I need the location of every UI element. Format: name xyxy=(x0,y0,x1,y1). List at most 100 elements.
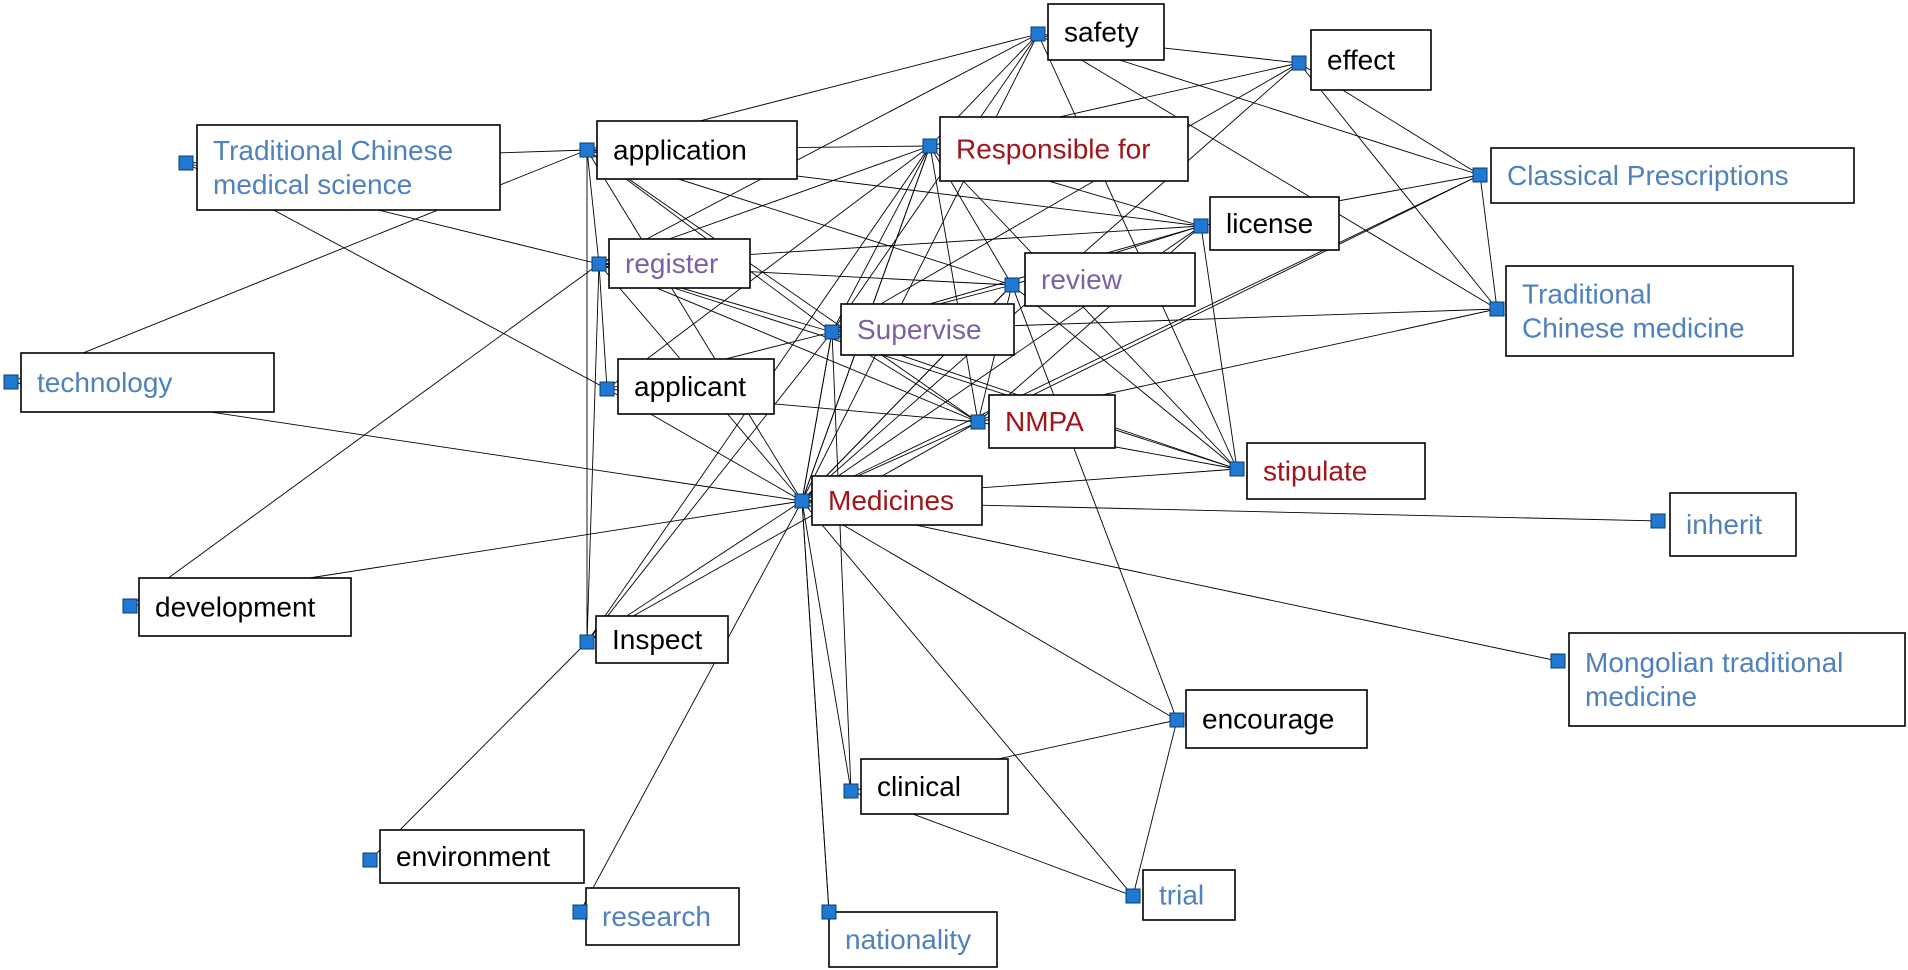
node-label-mongolian: Mongolian traditional xyxy=(1585,647,1843,678)
node-box-research[interactable] xyxy=(585,887,740,946)
node-marker-icon[interactable] xyxy=(1004,277,1020,293)
node-research[interactable]: research xyxy=(572,887,740,946)
node-inspect[interactable]: Inspect xyxy=(579,615,729,664)
node-license[interactable]: license xyxy=(1193,196,1340,251)
node-trial[interactable]: trial xyxy=(1125,869,1236,921)
node-marker-icon[interactable] xyxy=(3,374,19,390)
node-box-supervise[interactable] xyxy=(840,303,1015,356)
node-label-tcm_science: medical science xyxy=(213,169,412,200)
node-marker-icon[interactable] xyxy=(1550,653,1566,669)
node-review[interactable]: review xyxy=(1004,252,1196,307)
edge-supervise-to-clinical xyxy=(831,331,854,792)
node-box-responsible[interactable] xyxy=(939,116,1189,182)
node-label-responsible: Responsible for xyxy=(956,134,1151,165)
node-box-classical[interactable] xyxy=(1490,147,1855,204)
node-medicines[interactable]: Medicines xyxy=(794,475,983,526)
node-box-trial[interactable] xyxy=(1142,869,1236,921)
node-label-research: research xyxy=(602,901,711,932)
node-box-review[interactable] xyxy=(1024,252,1196,307)
node-marker-icon[interactable] xyxy=(1169,712,1185,728)
node-marker-icon[interactable] xyxy=(599,381,615,397)
node-box-effect[interactable] xyxy=(1310,29,1432,91)
edge-medicines-to-mongolian xyxy=(801,500,1559,663)
node-supervise[interactable]: Supervise xyxy=(824,303,1015,356)
node-marker-icon[interactable] xyxy=(579,634,595,650)
node-box-tcm[interactable] xyxy=(1505,265,1794,357)
node-box-inherit[interactable] xyxy=(1669,492,1797,557)
node-box-applicant[interactable] xyxy=(617,358,775,415)
node-applicant[interactable]: applicant xyxy=(599,358,775,415)
node-responsible[interactable]: Responsible for xyxy=(922,116,1189,182)
node-label-inspect: Inspect xyxy=(612,624,702,655)
node-marker-icon[interactable] xyxy=(1489,301,1505,317)
node-label-mongolian: medicine xyxy=(1585,681,1697,712)
node-box-license[interactable] xyxy=(1209,196,1340,251)
edge-encourage-to-trial xyxy=(1131,719,1178,897)
node-nationality[interactable]: nationality xyxy=(821,904,998,968)
node-marker-icon[interactable] xyxy=(579,142,595,158)
edge-research-to-medicines xyxy=(579,500,803,913)
edge-application-to-nmpa xyxy=(586,149,979,423)
node-marker-icon[interactable] xyxy=(1650,513,1666,529)
node-marker-icon[interactable] xyxy=(922,138,938,154)
node-box-register[interactable] xyxy=(608,238,751,289)
node-marker-icon[interactable] xyxy=(178,155,194,171)
node-marker-icon[interactable] xyxy=(1125,888,1141,904)
node-marker-icon[interactable] xyxy=(1291,55,1307,71)
node-marker-icon[interactable] xyxy=(572,904,588,920)
node-box-development[interactable] xyxy=(138,577,352,637)
node-marker-icon[interactable] xyxy=(1472,167,1488,183)
node-nmpa[interactable]: NMPA xyxy=(970,394,1116,449)
edge-safety-to-tcm xyxy=(1037,33,1498,310)
node-box-inspect[interactable] xyxy=(595,615,729,664)
node-box-technology[interactable] xyxy=(20,352,275,413)
node-register[interactable]: register xyxy=(591,238,751,289)
node-box-stipulate[interactable] xyxy=(1246,442,1426,500)
edge-inspect-to-supervise xyxy=(586,331,833,643)
node-label-environment: environment xyxy=(396,841,550,872)
node-marker-icon[interactable] xyxy=(843,783,859,799)
node-safety[interactable]: safety xyxy=(1030,3,1165,61)
node-box-nmpa[interactable] xyxy=(988,394,1116,449)
node-marker-icon[interactable] xyxy=(794,493,810,509)
node-marker-icon[interactable] xyxy=(1030,26,1046,42)
node-label-safety: safety xyxy=(1064,17,1139,48)
node-classical[interactable]: Classical Prescriptions xyxy=(1472,147,1855,204)
node-encourage[interactable]: encourage xyxy=(1169,689,1368,749)
node-environment[interactable]: environment xyxy=(362,829,585,884)
node-marker-icon[interactable] xyxy=(591,256,607,272)
node-box-encourage[interactable] xyxy=(1185,689,1368,749)
node-label-license: license xyxy=(1226,208,1313,239)
node-marker-icon[interactable] xyxy=(821,904,837,920)
node-box-clinical[interactable] xyxy=(860,758,1009,815)
node-technology[interactable]: technology xyxy=(3,352,275,413)
node-box-safety[interactable] xyxy=(1047,3,1165,61)
node-marker-icon[interactable] xyxy=(362,852,378,868)
node-development[interactable]: development xyxy=(122,577,352,637)
node-box-environment[interactable] xyxy=(379,829,585,884)
edge-safety-to-stipulate xyxy=(1037,33,1238,470)
node-box-application[interactable] xyxy=(596,120,798,180)
edge-review-to-stipulate xyxy=(1011,284,1238,470)
node-effect[interactable]: effect xyxy=(1291,29,1432,91)
node-application[interactable]: application xyxy=(579,120,798,180)
node-stipulate[interactable]: stipulate xyxy=(1229,442,1426,500)
node-marker-icon[interactable] xyxy=(970,414,986,430)
node-marker-icon[interactable] xyxy=(122,598,138,614)
node-box-nationality[interactable] xyxy=(828,911,998,968)
node-box-medicines[interactable] xyxy=(811,475,983,526)
edge-safety-to-supervise xyxy=(831,33,1039,333)
node-inherit[interactable]: inherit xyxy=(1650,492,1797,557)
node-box-tcm_science[interactable] xyxy=(196,124,501,211)
node-marker-icon[interactable] xyxy=(1229,461,1245,477)
node-clinical[interactable]: clinical xyxy=(843,758,1009,815)
node-marker-icon[interactable] xyxy=(1193,218,1209,234)
node-marker-icon[interactable] xyxy=(824,324,840,340)
node-label-trial: trial xyxy=(1159,880,1204,911)
edge-review-to-encourage xyxy=(1011,284,1178,721)
node-box-mongolian[interactable] xyxy=(1568,632,1906,727)
